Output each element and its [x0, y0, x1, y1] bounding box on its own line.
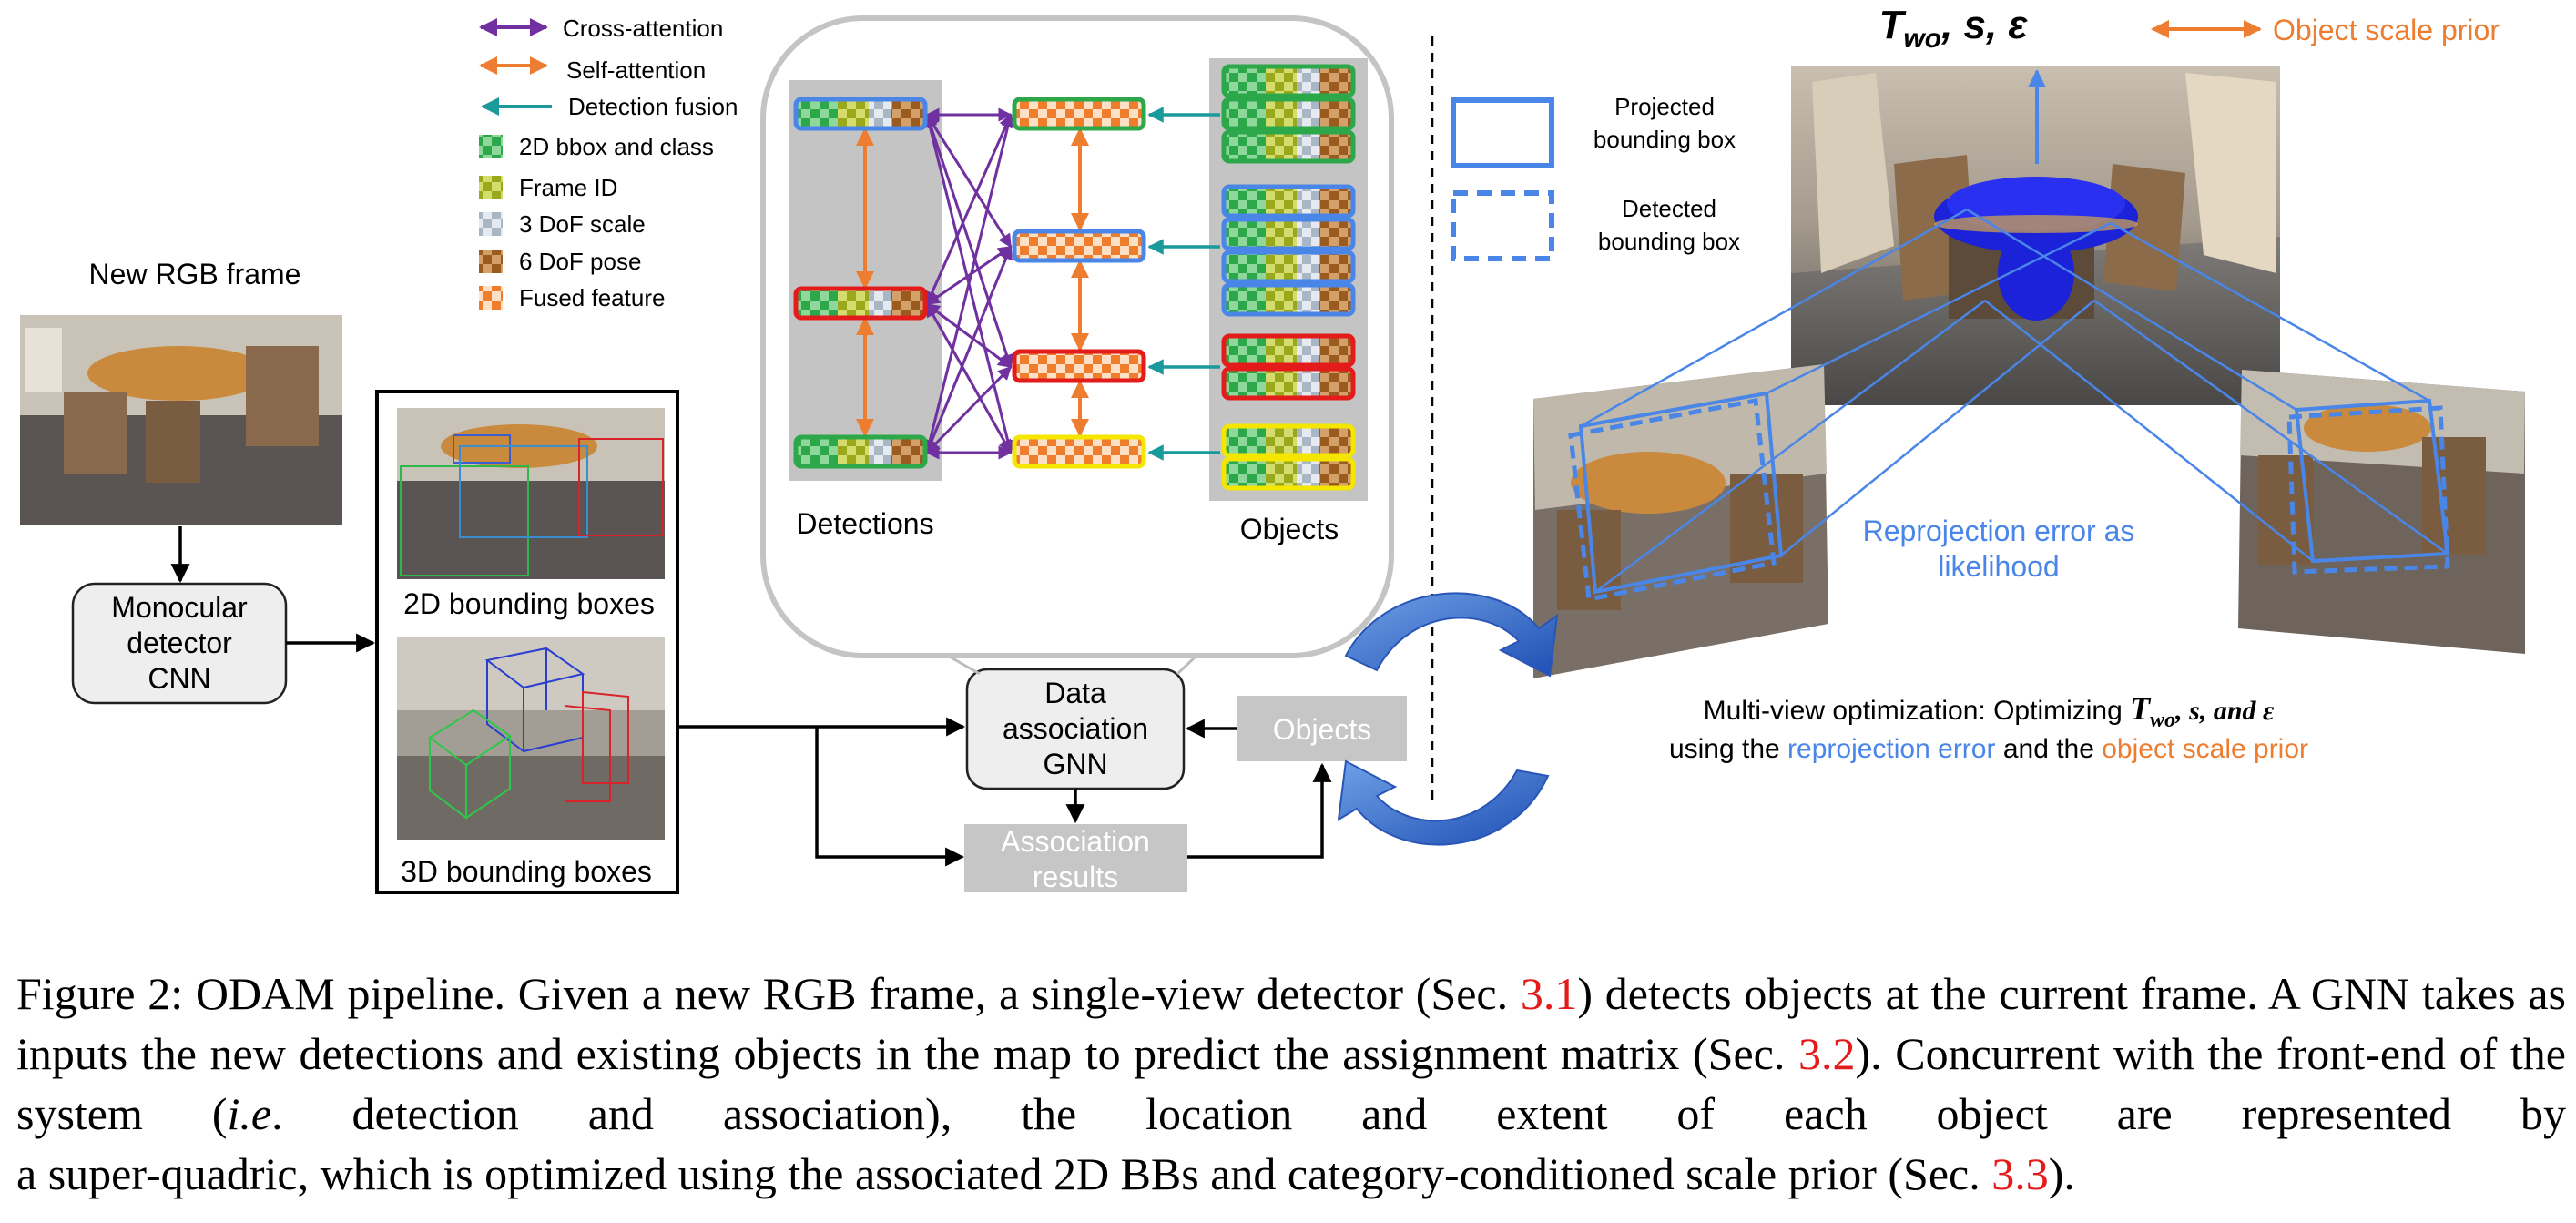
- legend-swatch-pose: [479, 250, 503, 273]
- gnn-label-2: association: [1003, 712, 1148, 745]
- object-token: [1221, 456, 1356, 491]
- caption-ref-3-3[interactable]: 3.3: [1991, 1148, 2049, 1199]
- right-detected-box: [2286, 405, 2450, 575]
- legend-swatch-fused: [479, 286, 503, 310]
- frontend: New RGB frame Monocular detector CNN: [20, 258, 1407, 894]
- object-token: [1221, 64, 1356, 98]
- caption-last-line: a super-quadric, which is optimized usin…: [16, 1144, 2566, 1204]
- figure-caption: Figure 2: ODAM pipeline. Given a new RGB…: [16, 963, 2566, 1204]
- projection-lines: [1580, 208, 2449, 594]
- cycle-arrow-top: [1344, 592, 1559, 678]
- fused-token: [1012, 229, 1146, 263]
- cross-attention-line: [925, 365, 1013, 454]
- legend-dof-pose: 6 DoF pose: [519, 248, 641, 275]
- caption-text-2: ) detects objects at the current frame. …: [16, 968, 2567, 1079]
- objects-label-detail: Objects: [1240, 513, 1339, 545]
- rgb-frame-image: [20, 315, 342, 525]
- caption-ie: i.e: [227, 1088, 272, 1139]
- results-label-1: Association: [1001, 825, 1150, 858]
- detection-token: [793, 97, 928, 131]
- caption-text-4: . detection and association), the locati…: [271, 1088, 2566, 1139]
- legend-swatch-frame: [479, 176, 503, 199]
- detector-label-3: CNN: [148, 662, 210, 695]
- legend-cross-attention: Cross-attention: [563, 15, 723, 42]
- left-detected-box: [1568, 398, 1777, 602]
- object-token: [1221, 97, 1356, 131]
- legend-swatch-bbox: [479, 135, 503, 158]
- mv-opt-line-1: Multi-view optimization: Optimizing Two,…: [1704, 690, 2275, 732]
- fused-token: [1012, 349, 1146, 383]
- object-token: [1221, 184, 1356, 219]
- object-token: [1221, 282, 1356, 317]
- fused-token: [1012, 97, 1146, 131]
- new-rgb-frame-label: New RGB frame: [89, 258, 301, 290]
- object-token: [1221, 250, 1356, 284]
- legend-frame-id: Frame ID: [519, 174, 617, 201]
- detected-bbox-label-1: Detected: [1622, 195, 1716, 222]
- detection-token: [793, 434, 928, 469]
- bbox-2d-image: [397, 408, 665, 579]
- object-tokens: [1221, 64, 1356, 491]
- legend-detection-fusion: Detection fusion: [568, 93, 738, 120]
- backend: Two, s, ε Object scale prior Projected b…: [1337, 3, 2525, 846]
- caption-ref-3-2[interactable]: 3.2: [1798, 1028, 1856, 1079]
- arrow-boxes-to-results: [815, 727, 965, 867]
- detection-tokens: [793, 97, 928, 469]
- mv-opt-line-2: using the reprojection error and the obj…: [1669, 734, 2308, 764]
- reprojection-label-2: likelihood: [1938, 550, 2059, 583]
- pipeline-figure: Cross-attention Self-attention Detection…: [20, 3, 2525, 894]
- scale-prior-label: Object scale prior: [2273, 14, 2500, 46]
- projected-bbox-icon: [1451, 97, 1554, 168]
- detected-bbox-label-2: bounding box: [1598, 228, 1740, 255]
- detector-label-2: detector: [127, 627, 232, 659]
- fused-token: [1012, 434, 1146, 469]
- legend-self-attention: Self-attention: [566, 56, 706, 84]
- caption-text-1: Figure 2: ODAM pipeline. Given a new RGB…: [16, 968, 1509, 1019]
- reprojection-label-1: Reprojection error as: [1863, 515, 2135, 547]
- bbox-2d-label: 2D bounding boxes: [403, 587, 655, 620]
- detections-panel: [375, 390, 679, 894]
- detector-label-1: Monocular: [111, 591, 248, 624]
- fused-tokens: [1012, 97, 1146, 469]
- bbox-3d-image: [397, 637, 665, 840]
- object-token: [1221, 129, 1356, 164]
- objects-box: [1237, 696, 1407, 761]
- results-label-2: results: [1033, 861, 1118, 893]
- gnn-detail: Detections Objects: [760, 15, 1394, 676]
- legend-swatch-scale: [479, 212, 503, 236]
- legend-fused-feature: Fused feature: [519, 284, 665, 311]
- caption-text-3: ). Concurrent with the front-end of the …: [16, 1028, 2567, 1139]
- results-box: [964, 824, 1187, 892]
- detection-token: [793, 286, 928, 321]
- gnn-label-3: GNN: [1043, 748, 1107, 780]
- caption-text-5: a super-quadric, which is optimized usin…: [16, 1148, 1980, 1199]
- arrow-results-to-objects: [1187, 762, 1332, 859]
- caption-text-6: ).: [2048, 1148, 2075, 1199]
- legend-dof-scale: 3 DoF scale: [519, 210, 646, 238]
- bbox-3d-label: 3D bounding boxes: [401, 855, 652, 888]
- caption-ref-3-1[interactable]: 3.1: [1520, 968, 1578, 1019]
- backend-title: Two, s, ε: [1879, 3, 2029, 54]
- detections-label: Detections: [796, 507, 933, 540]
- attention-connections: [856, 107, 1220, 461]
- gnn-label-1: Data: [1044, 677, 1106, 709]
- object-token: [1221, 217, 1356, 251]
- left-view-image: [1533, 364, 1828, 678]
- legend: Cross-attention Self-attention Detection…: [479, 15, 738, 311]
- cycle-arrow-bottom: [1337, 759, 1550, 846]
- object-token: [1221, 423, 1356, 458]
- projected-bbox-label-1: Projected: [1614, 93, 1715, 120]
- legend-bbox-class: 2D bbox and class: [519, 133, 714, 160]
- object-token: [1221, 366, 1356, 401]
- object-token: [1221, 333, 1356, 368]
- detected-bbox-icon: [1451, 190, 1554, 261]
- projected-bbox-label-2: bounding box: [1593, 126, 1736, 153]
- objects-label: Objects: [1273, 713, 1371, 746]
